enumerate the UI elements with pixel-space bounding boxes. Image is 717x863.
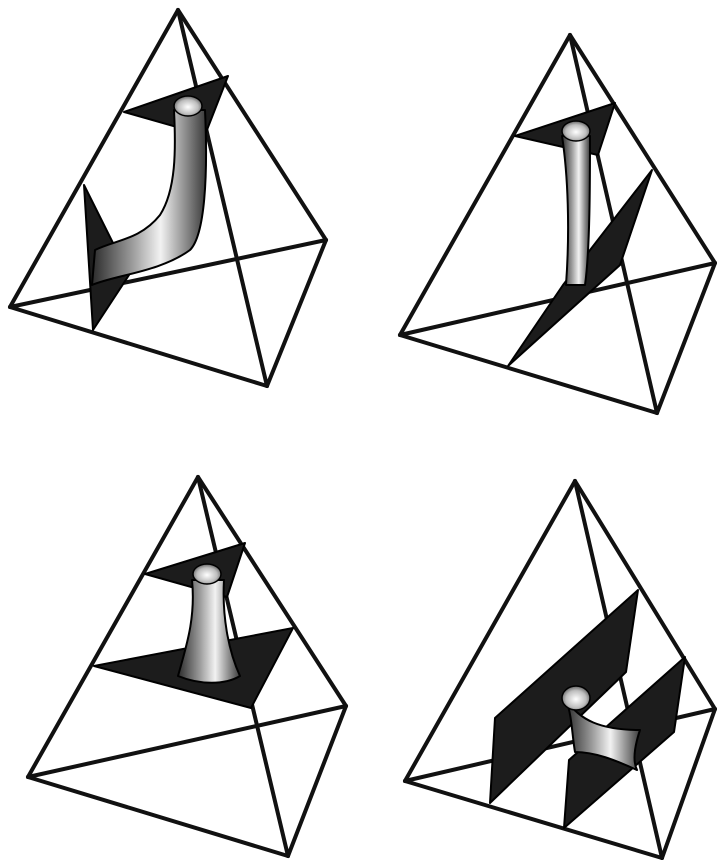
tube-opening [562,121,590,141]
panel-bottom-right [405,481,715,858]
panel-bottom-left [28,477,346,856]
straight-tube [562,136,590,285]
panel-top-right [400,35,715,413]
tube-opening [174,96,202,116]
vertical-tube [178,580,240,683]
tube-opening [562,686,590,710]
curved-tube [92,110,206,285]
panel-top-left [10,10,326,386]
tube-opening [193,564,221,584]
tetrahedron-edges [400,35,715,413]
